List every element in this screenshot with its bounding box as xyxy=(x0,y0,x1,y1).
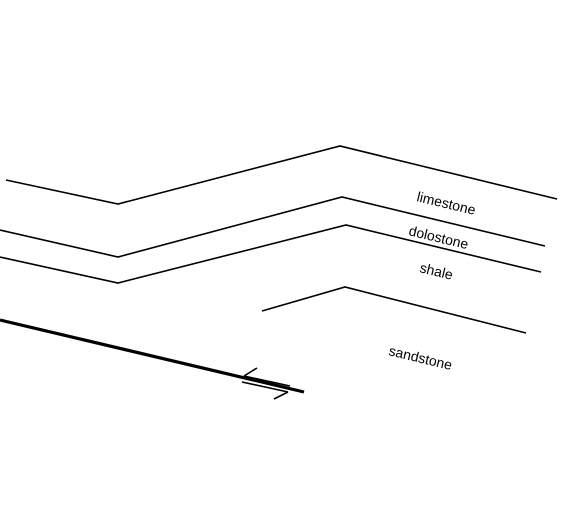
label-limestone: limestone xyxy=(415,188,477,218)
lower-half-arrow-shaft xyxy=(241,381,289,393)
label-shale: shale xyxy=(418,259,454,282)
half-arrow-pair-icon xyxy=(241,367,291,400)
upper-half-arrow-barb xyxy=(243,367,258,377)
upper-half-arrow-shaft xyxy=(243,375,291,387)
limestone-top-boundary xyxy=(5,145,558,205)
lower-half-arrow-barb xyxy=(273,391,289,400)
shale-sandstone-boundary xyxy=(261,286,527,334)
limestone-dolostone-boundary xyxy=(0,196,546,258)
dolostone-shale-boundary xyxy=(0,224,542,284)
fault-line xyxy=(0,318,305,394)
label-sandstone: sandstone xyxy=(387,342,454,373)
